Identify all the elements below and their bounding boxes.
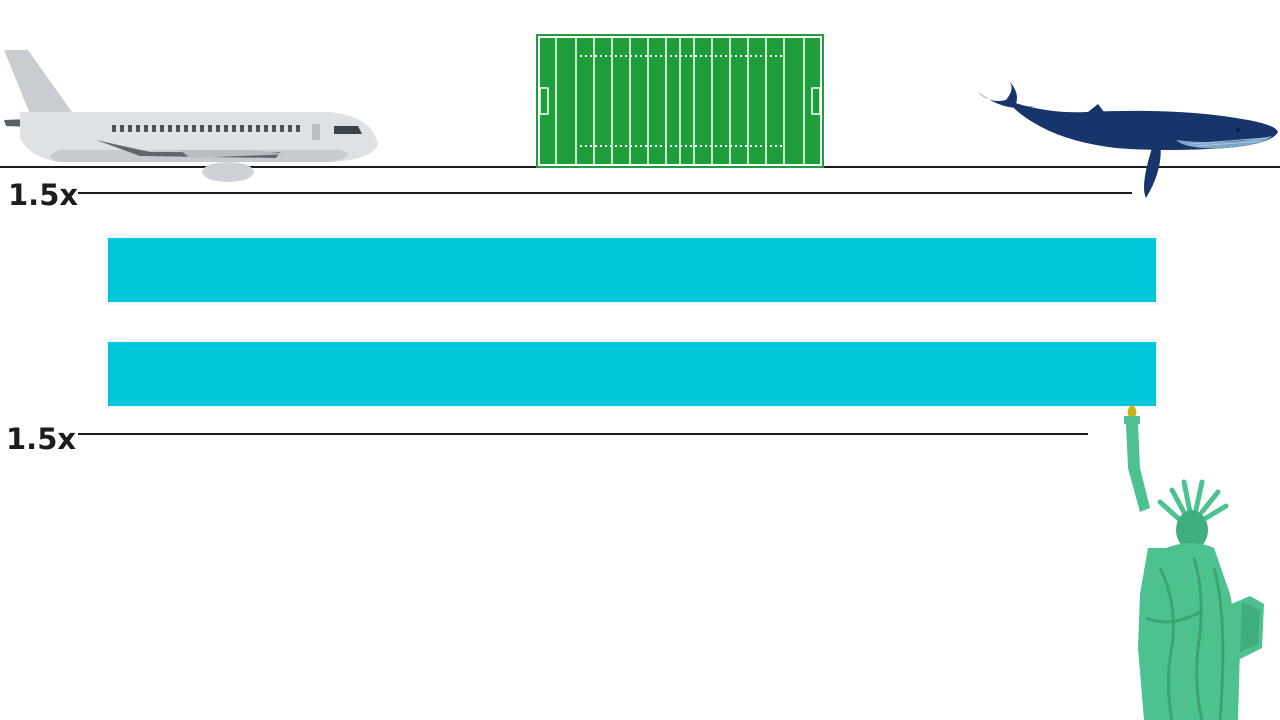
- statue-of-liberty-icon: [1110, 398, 1280, 720]
- lower-scale-label: 1.5x: [6, 422, 77, 456]
- football-field-icon: [536, 34, 824, 168]
- upper-scale-line: [78, 192, 1132, 194]
- lower-scale-line: [78, 433, 1088, 435]
- bar-top: [108, 238, 1156, 302]
- airplane-icon: [0, 46, 384, 186]
- bar-bottom: [108, 342, 1156, 406]
- whale-icon: [976, 78, 1280, 200]
- upper-scale-label: 1.5x: [8, 178, 79, 212]
